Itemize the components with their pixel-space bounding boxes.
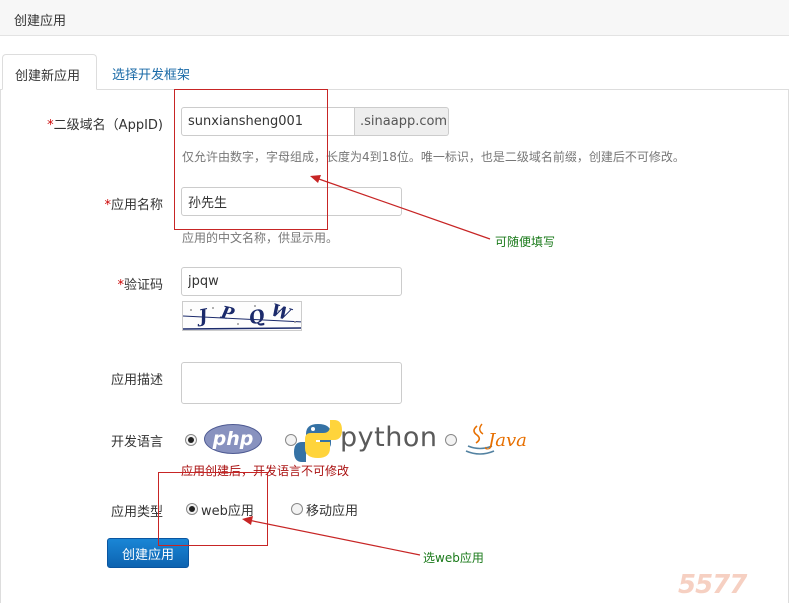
appname-label-text: 应用名称 — [110, 198, 163, 213]
web-app-option-label[interactable]: web应用 — [201, 504, 254, 519]
radio-python[interactable] — [285, 434, 297, 446]
desc-label: 应用描述 — [110, 373, 163, 388]
page-title: 创建应用 — [14, 14, 67, 29]
java-logo-text: Java — [488, 430, 527, 451]
site-watermark: 5577 — [678, 570, 747, 600]
required-mark: * — [104, 198, 111, 213]
annotation-note-free-fill: 可随便填写 — [495, 235, 556, 249]
annotation-note-choose-web: 选web应用 — [423, 551, 484, 565]
radio-php[interactable] — [185, 434, 197, 446]
required-mark: * — [47, 118, 54, 133]
form-panel — [0, 89, 789, 603]
appid-help-text: 仅允许由数字，字母组成，长度为4到18位。唯一标识，也是二级域名前缀，创建后不可… — [182, 150, 685, 164]
radio-web-app[interactable] — [186, 503, 198, 515]
tab-create-new-app[interactable]: 创建新应用 — [2, 54, 97, 90]
page-header: 创建应用 — [0, 0, 789, 36]
apptype-label: 应用类型 — [110, 505, 163, 520]
captcha-label-text: 验证码 — [123, 278, 163, 293]
desc-textarea[interactable] — [181, 362, 402, 404]
radio-mobile-app[interactable] — [291, 503, 303, 515]
captcha-input[interactable] — [181, 267, 402, 296]
appid-input[interactable] — [181, 107, 355, 136]
tab-choose-framework[interactable]: 选择开发框架 — [112, 68, 191, 83]
tabs-divider — [0, 89, 789, 90]
radio-java[interactable] — [445, 434, 457, 446]
captcha-noise — [183, 305, 301, 330]
python-logo-text: python — [340, 422, 438, 453]
required-mark: * — [117, 278, 124, 293]
annotation-box-fields — [174, 89, 328, 230]
appname-label: *应用名称 — [60, 194, 163, 213]
appname-help-text: 应用的中文名称，供显示用。 — [182, 231, 339, 245]
appid-label-text: 二级域名（AppID) — [53, 118, 163, 133]
language-label: 开发语言 — [110, 435, 163, 450]
appid-label: *二级域名（AppID) — [30, 114, 163, 133]
mobile-app-option-label[interactable]: 移动应用 — [306, 504, 359, 519]
php-logo-text: php — [212, 428, 254, 450]
captcha-label: *验证码 — [60, 274, 163, 293]
annotation-box-web-app — [158, 472, 268, 546]
appid-domain-suffix: .sinaapp.com — [355, 107, 449, 136]
language-warning: 应用创建后，开发语言不可修改 — [181, 464, 350, 478]
php-logo-icon: php — [204, 424, 262, 454]
create-app-button[interactable]: 创建应用 — [107, 538, 189, 568]
captcha-image[interactable]: J P Q W — [182, 301, 302, 331]
